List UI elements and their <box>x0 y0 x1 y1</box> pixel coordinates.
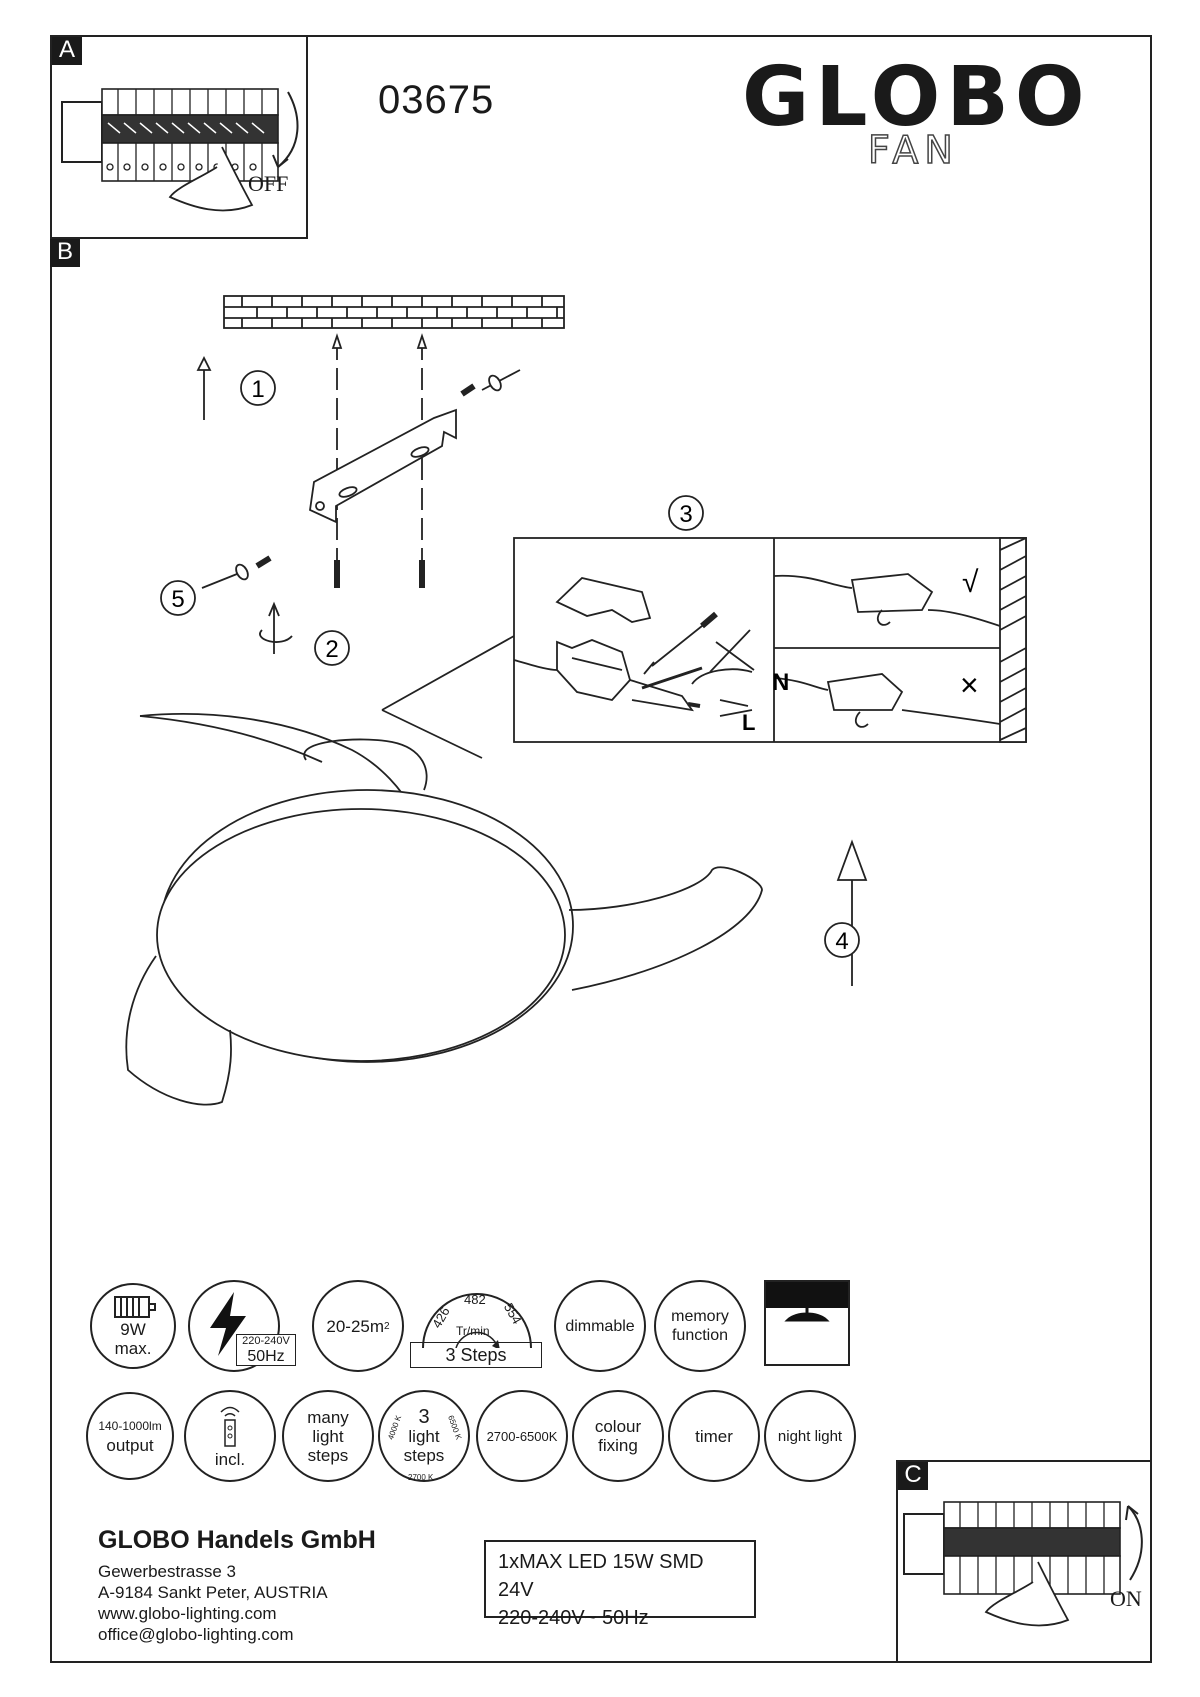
installation-diagram: N L √ × 1 2 3 4 5 <box>125 295 1027 1106</box>
light-steps-line1: light <box>408 1426 440 1446</box>
night-light-text: night light <box>777 1427 843 1445</box>
step-4: 4 <box>835 928 848 955</box>
lamp-spec-box: 1xMAX LED 15W SMD 24V 220-240V~ 50Hz <box>484 1540 756 1629</box>
terminal-block-off-illustration <box>61 88 299 212</box>
speed-icon: 426 482 554 Tr/min 3 Steps <box>408 1280 546 1370</box>
speed-482: 482 <box>464 1292 486 1307</box>
colour-fixing-icon: colour fixing <box>572 1390 664 1482</box>
many-line3: steps <box>307 1445 349 1465</box>
neutral-label: N <box>772 669 789 696</box>
lamp-spec-line2: 220-240V~ 50Hz <box>498 1607 649 1629</box>
off-label: OFF <box>248 171 289 196</box>
dimmable-icon: dimmable <box>554 1280 646 1372</box>
colour-line1: colour <box>594 1417 642 1436</box>
panel-a: A OFF <box>50 35 308 239</box>
room-size-text: 20-25m <box>326 1316 385 1336</box>
live-label: L <box>742 710 755 735</box>
panel-c-label: C <box>898 1462 928 1490</box>
on-label: ON <box>1110 1586 1142 1611</box>
light-steps-line2: steps <box>403 1445 445 1465</box>
room-size-sup: 2 <box>384 1320 390 1332</box>
cct-6500k: 6500 K <box>446 1414 464 1441</box>
remote-icon <box>220 1406 240 1447</box>
memory-function-icon: memory function <box>654 1280 746 1372</box>
night-light-icon: night light <box>764 1390 856 1482</box>
wattage-value: 9W <box>120 1320 146 1339</box>
lumen-icon: 140-1000lm output <box>86 1392 174 1480</box>
dimmable-text: dimmable <box>565 1317 635 1335</box>
step-5: 5 <box>171 586 184 613</box>
lightning-icon <box>210 1292 246 1356</box>
panel-c: C ON <box>896 1460 1152 1663</box>
panel-a-label: A <box>52 37 82 65</box>
brand-sub: FAN <box>867 128 959 172</box>
ceiling-lamp-icon <box>784 1308 830 1322</box>
company-name: GLOBO Handels GmbH <box>98 1526 376 1554</box>
correct-mark: √ <box>962 566 979 599</box>
cct-2700k: 2700 K <box>408 1473 434 1482</box>
step-2: 2 <box>325 636 338 663</box>
many-light-steps-icon: many light steps <box>282 1390 374 1482</box>
company-email[interactable]: office@globo-lighting.com <box>98 1625 294 1644</box>
timer-text: timer <box>695 1426 733 1446</box>
page-frame <box>50 35 1152 1663</box>
cct-4000k: 4000 K <box>386 1414 404 1441</box>
lamp-spec-line1: 1xMAX LED 15W SMD 24V <box>498 1551 704 1601</box>
terminal-block-on-illustration <box>903 1501 1143 1627</box>
many-line2: light <box>312 1426 344 1446</box>
lumen-output: output <box>106 1436 154 1455</box>
memory-line2: function <box>671 1327 729 1344</box>
speed-unit: Tr/min <box>456 1324 490 1338</box>
three-light-steps-icon: 3 light steps 4000 K 6500 K 2700 K <box>378 1390 470 1482</box>
timer-icon: timer <box>668 1390 760 1482</box>
company-street: Gewerbestrasse 3 <box>98 1562 236 1581</box>
wattage-icon: 9W max. <box>90 1283 176 1369</box>
remote-control-icon: incl. <box>184 1390 276 1482</box>
memory-line1: memory <box>671 1308 729 1325</box>
wrong-mark: × <box>960 667 979 703</box>
light-steps-count: 3 <box>418 1405 430 1428</box>
color-temperature-icon: 2700-6500K <box>476 1390 568 1482</box>
lumen-range: 140-1000lm <box>98 1419 162 1433</box>
step-3: 3 <box>679 501 692 528</box>
voltage-range: 220-240V <box>242 1335 290 1347</box>
remote-incl: incl. <box>214 1449 246 1469</box>
motor-icon <box>114 1296 156 1318</box>
wattage-max: max. <box>114 1339 152 1358</box>
panel-b-label: B <box>50 239 80 267</box>
many-line1: many <box>307 1407 349 1427</box>
step-1: 1 <box>251 376 264 403</box>
speed-steps: 3 Steps <box>410 1342 542 1368</box>
voltage-icon: 220-240V 50Hz <box>188 1280 296 1372</box>
voltage-freq: 50Hz <box>247 1348 285 1365</box>
cct-range: 2700-6500K <box>486 1428 558 1444</box>
company-city: A-9184 Sankt Peter, AUSTRIA <box>98 1583 328 1602</box>
company-website[interactable]: www.globo-lighting.com <box>98 1604 277 1623</box>
model-number: 03675 <box>378 78 495 122</box>
colour-line2: fixing <box>598 1436 638 1455</box>
brand-logo: GLOBO <box>742 50 1091 145</box>
ceiling-mount-icon <box>764 1280 850 1366</box>
